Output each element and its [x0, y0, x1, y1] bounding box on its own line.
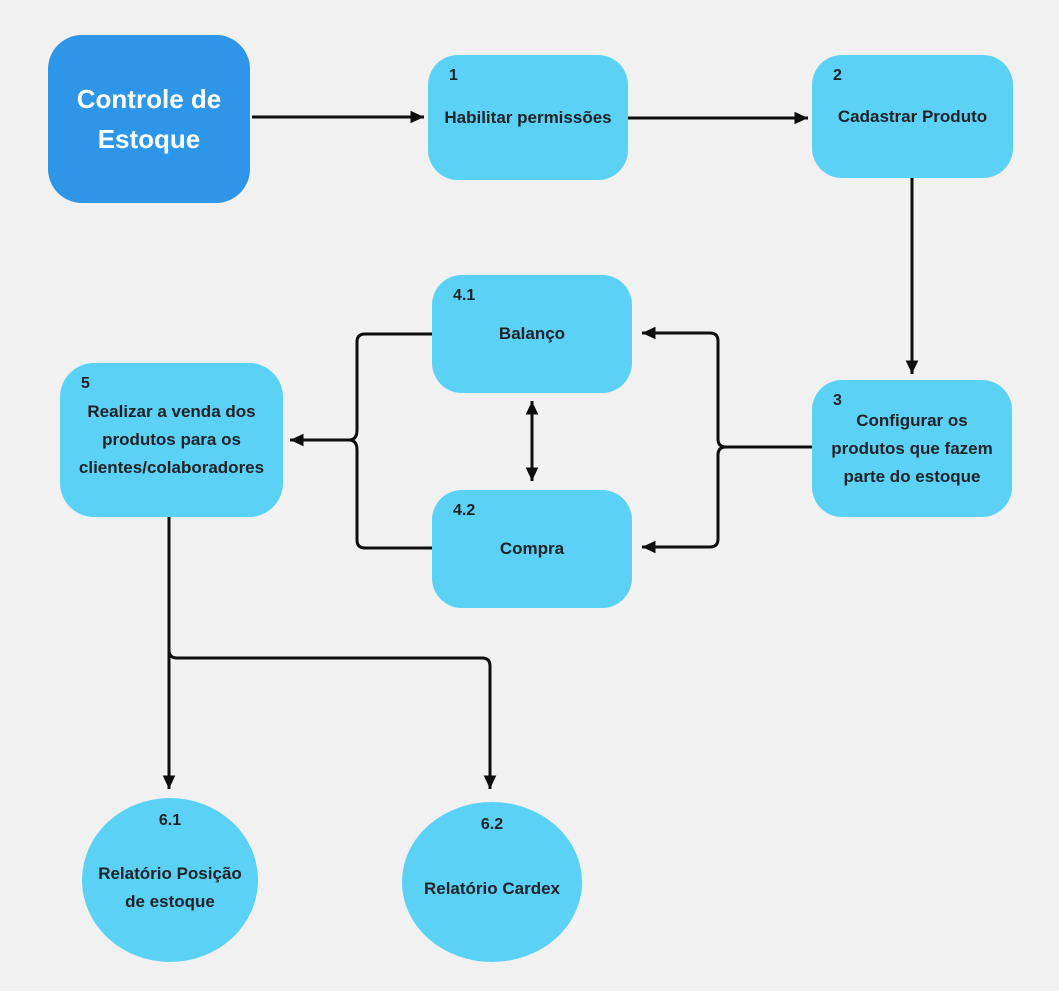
node-relatorio-posicao-estoque: 6.1 Relatório Posição de estoque [82, 798, 258, 962]
node-number: 4.1 [453, 287, 476, 304]
node-number: 5 [81, 375, 90, 392]
node-balanco: 4.1 Balanço [432, 275, 632, 393]
node-label: Relatório Posição de estoque [98, 864, 242, 911]
node-label: Relatório Cardex [423, 879, 561, 898]
node-cadastrar-produto: 2 Cadastrar Produto [812, 55, 1013, 178]
node-configurar-produtos: 3 Configurar os produtos que fazem parte… [812, 380, 1012, 517]
node-number: 3 [833, 392, 842, 409]
node-number: 6.2 [480, 816, 504, 833]
node-number: 6.1 [158, 812, 182, 829]
node-label: Compra [499, 539, 565, 558]
node-number: 4.2 [453, 502, 476, 519]
node-label: Balanço [498, 324, 566, 343]
node-label: Configurar os produtos que fazem parte d… [831, 410, 993, 486]
node-label: Controle de Estoque [76, 84, 222, 154]
node-label: Realizar a venda dos produtos para os cl… [78, 402, 265, 477]
node-number: 2 [833, 67, 842, 84]
node-label: Habilitar permissões [444, 107, 612, 127]
node-habilitar-permissoes: 1 Habilitar permissões [428, 55, 628, 180]
node-controle-de-estoque: Controle de Estoque [48, 35, 250, 203]
node-label: Cadastrar Produto [837, 106, 988, 126]
node-compra: 4.2 Compra [432, 490, 632, 608]
node-number: 1 [449, 67, 458, 84]
node-relatorio-cardex: 6.2 Relatório Cardex [402, 802, 582, 962]
node-realizar-venda: 5 Realizar a venda dos produtos para os … [60, 363, 283, 517]
